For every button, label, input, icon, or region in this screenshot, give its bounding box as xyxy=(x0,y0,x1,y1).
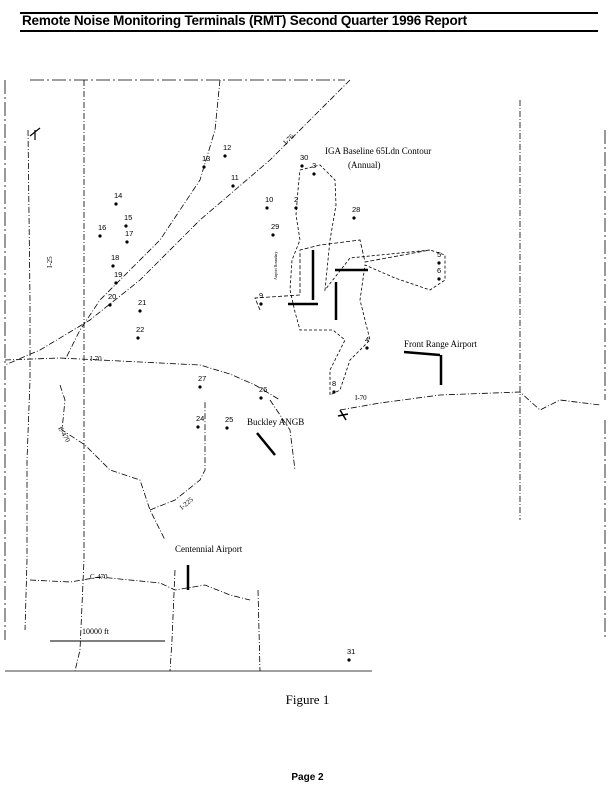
contour-title: IGA Baseline 65Ldn Contour xyxy=(325,146,431,156)
monitor-label: 10 xyxy=(265,195,273,204)
map-frame xyxy=(4,79,606,672)
i25-label: I-25 xyxy=(46,256,54,268)
monitor-label: 28 xyxy=(352,205,360,214)
monitor-label: 31 xyxy=(347,647,355,656)
i70-road xyxy=(4,357,281,401)
monitor-label: 29 xyxy=(271,222,279,231)
monitor-label: 8 xyxy=(332,379,336,388)
monitor-marker xyxy=(300,164,304,168)
i76-label: I-76 xyxy=(282,132,296,146)
monitor-label: 22 xyxy=(136,325,144,334)
monitor-marker xyxy=(347,658,351,662)
monitor-label: 5 xyxy=(437,250,441,259)
figure-caption: Figure 1 xyxy=(285,692,330,707)
monitor-marker xyxy=(259,302,263,306)
monitor-label: 2 xyxy=(294,195,298,204)
monitor-marker xyxy=(352,216,356,220)
highways xyxy=(4,79,601,672)
monitor-label: 19 xyxy=(114,270,122,279)
monitor-marker xyxy=(108,303,112,307)
monitor-marker xyxy=(223,154,227,158)
north-arrow-icon xyxy=(29,127,41,140)
airport-boundary xyxy=(254,239,431,311)
monitor-marker xyxy=(111,264,115,268)
monitor-label: 14 xyxy=(114,191,122,200)
vertical-road-2 xyxy=(169,569,176,672)
monitor-marker xyxy=(437,261,441,265)
monitor-marker xyxy=(259,396,263,400)
monitor-points: 13 12 11 14 15 16 17 18 19 20 21 22 30 3 10 2 29 28 5 6 9 4 8 2… xyxy=(98,143,441,662)
monitor-label: 25 xyxy=(225,415,233,424)
header-bottom-rule xyxy=(20,30,598,32)
monitor-label: 18 xyxy=(111,253,119,262)
vertical-road-3 xyxy=(257,589,261,672)
e470-label: E-470 xyxy=(56,425,72,444)
monitor-marker xyxy=(265,206,269,210)
monitor-label: 17 xyxy=(125,229,133,238)
monitor-label: 30 xyxy=(300,153,308,162)
monitor-label: 16 xyxy=(98,223,106,232)
monitor-label: 4 xyxy=(365,335,369,344)
monitor-label: 12 xyxy=(223,143,231,152)
airport-runways xyxy=(186,250,443,590)
monitor-marker xyxy=(98,234,102,238)
monitor-label: 13 xyxy=(202,154,210,163)
vertical-road-1 xyxy=(74,80,85,672)
monitor-marker xyxy=(365,346,369,350)
monitor-label: 27 xyxy=(198,374,206,383)
page-number: Page 2 xyxy=(291,772,324,783)
scale-label: 10000 ft xyxy=(82,627,110,636)
monitor-marker xyxy=(124,224,128,228)
monitor-marker xyxy=(196,425,200,429)
monitor-marker xyxy=(231,184,235,188)
monitor-label: 6 xyxy=(437,266,441,275)
monitor-marker xyxy=(198,385,202,389)
ldn-contour xyxy=(289,164,446,396)
c470-label: C-470 xyxy=(90,573,108,581)
front-range-airport-label: Front Range Airport xyxy=(404,339,477,349)
i225-east xyxy=(149,400,206,511)
buckley-arc xyxy=(269,399,296,471)
monitor-marker xyxy=(225,426,229,430)
i225-road xyxy=(59,384,166,541)
monitor-label: 20 xyxy=(108,292,116,301)
monitor-label: 9 xyxy=(259,291,263,300)
monitor-marker xyxy=(202,165,206,169)
i70-west-label: I-70 xyxy=(90,355,102,363)
airport-boundary-label: Airport Boundary xyxy=(273,251,278,280)
monitor-marker xyxy=(312,172,316,176)
monitor-label: 21 xyxy=(138,298,146,307)
monitor-label: 11 xyxy=(231,173,239,182)
e470-road xyxy=(29,576,251,601)
monitor-marker xyxy=(125,240,129,244)
i225-label: I-225 xyxy=(178,495,195,511)
monitor-marker xyxy=(271,233,275,237)
buckley-angb-label: Buckley ANGB xyxy=(247,417,304,427)
centennial-airport-label: Centennial Airport xyxy=(175,544,243,554)
monitor-marker xyxy=(138,309,142,313)
monitor-marker xyxy=(294,206,298,210)
aircraft-icon xyxy=(337,409,349,421)
monitor-label: 26 xyxy=(259,385,267,394)
header-top-rule xyxy=(20,12,598,14)
monitor-marker xyxy=(437,277,441,281)
i70-east-label: I-70 xyxy=(355,394,367,402)
i76-road xyxy=(4,79,351,366)
contour-subtitle: (Annual) xyxy=(348,160,381,170)
monitor-marker xyxy=(114,281,118,285)
monitor-marker xyxy=(136,336,140,340)
monitor-label: 15 xyxy=(124,213,132,222)
i25-road xyxy=(24,129,31,631)
monitor-label: 3 xyxy=(312,161,316,170)
report-title: Remote Noise Monitoring Terminals (RMT) … xyxy=(22,13,467,28)
monitor-marker xyxy=(332,390,336,394)
monitor-marker xyxy=(114,202,118,206)
monitor-label: 24 xyxy=(196,414,204,423)
